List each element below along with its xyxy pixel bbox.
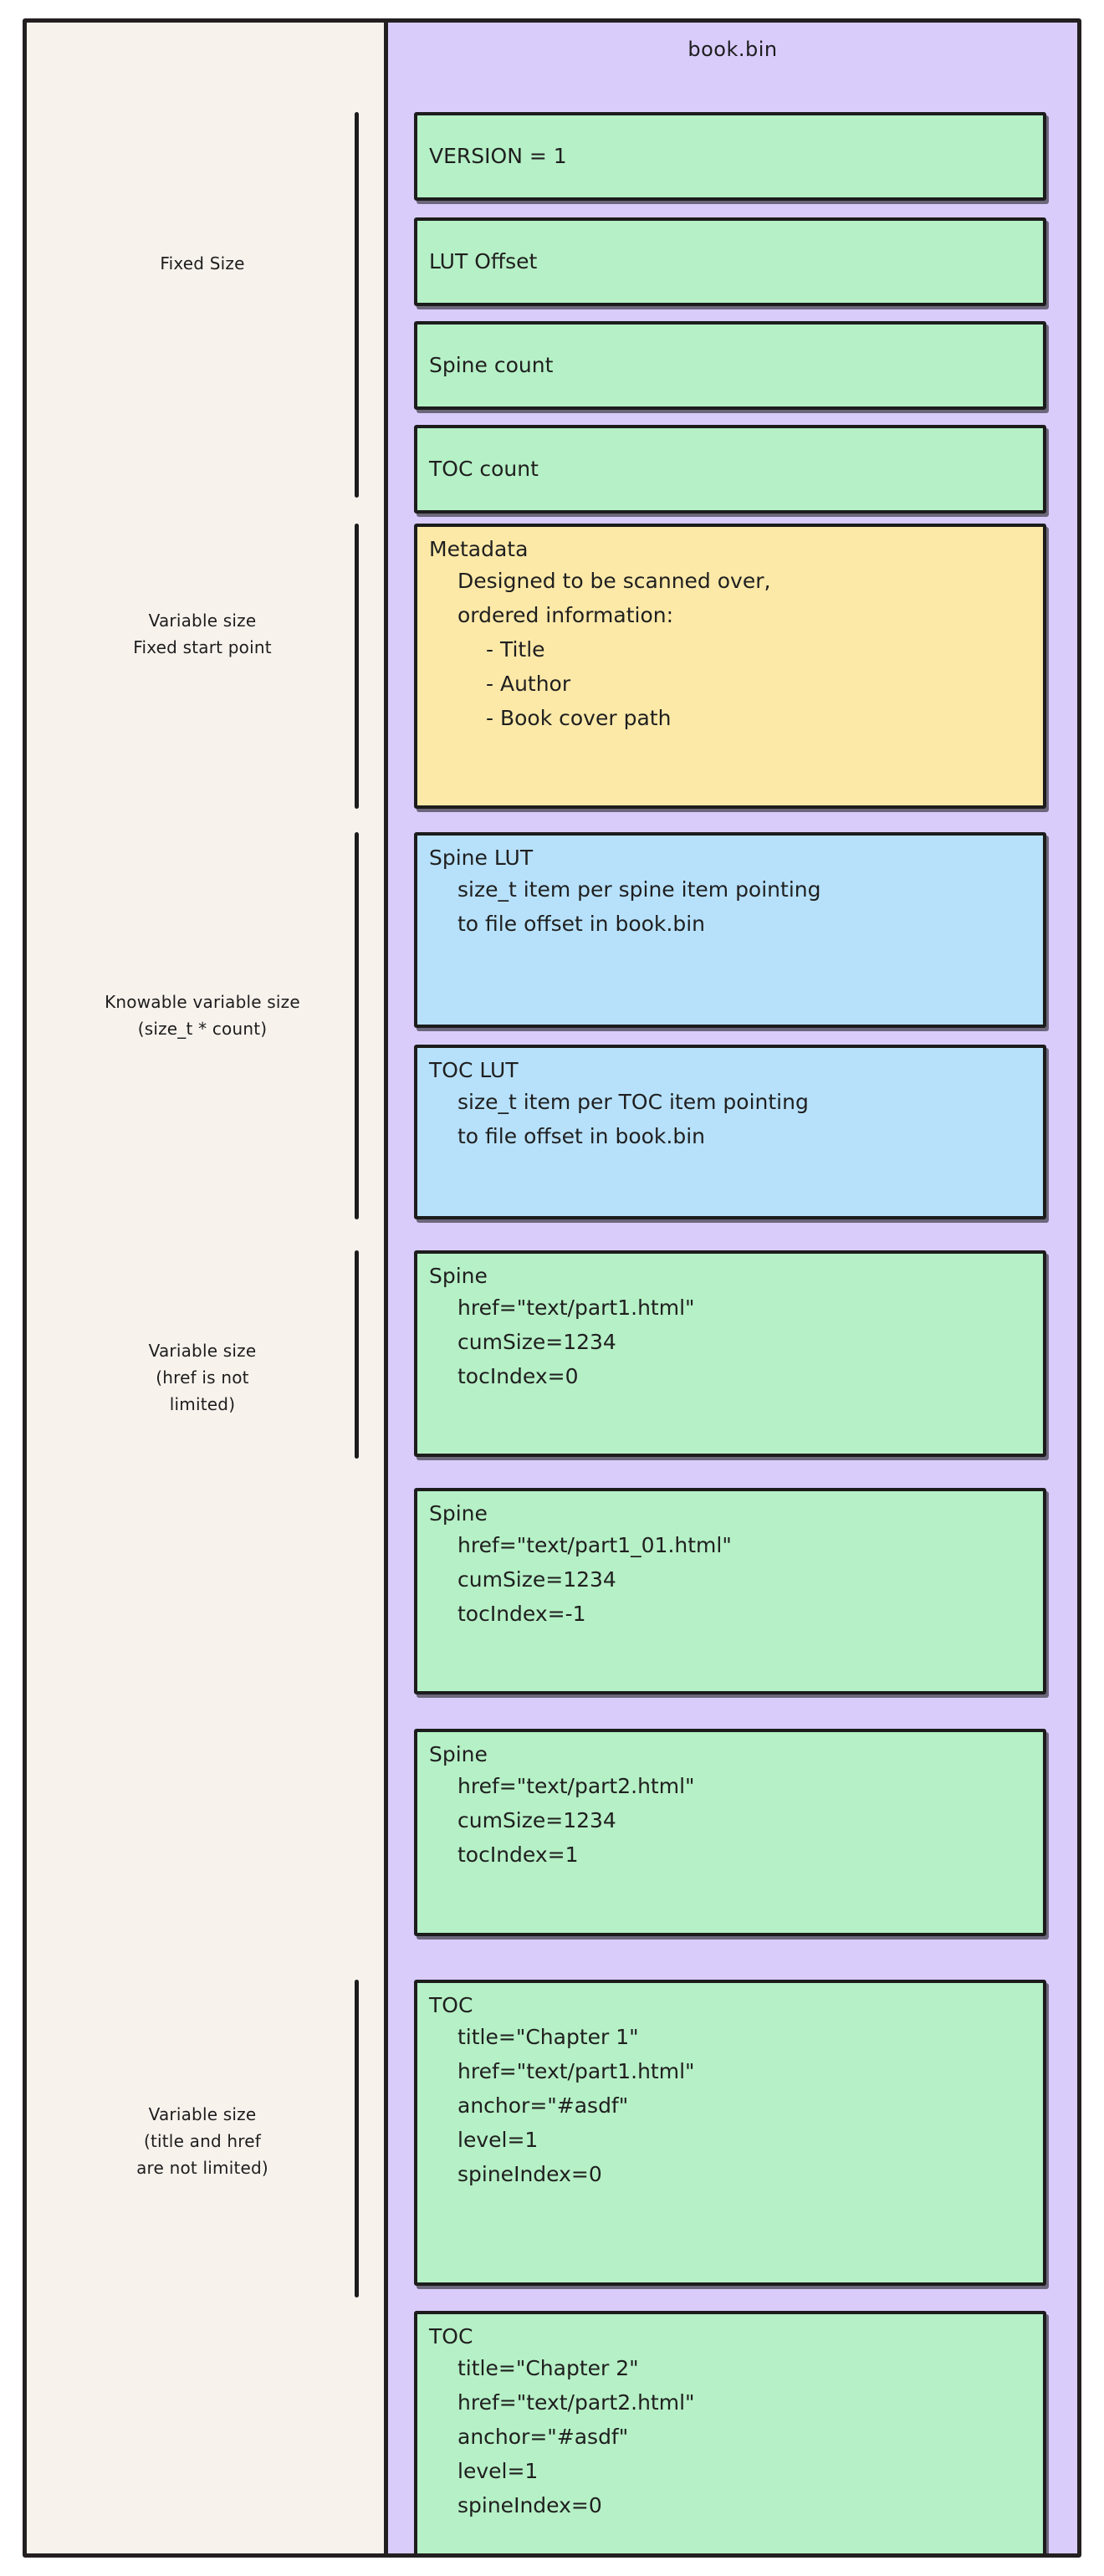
block-line: ordered information: xyxy=(457,602,674,627)
block-line: anchor="#asdf" xyxy=(457,2425,629,2450)
block-subline: - Author xyxy=(486,671,571,696)
block-line: href="text/part1.html" xyxy=(457,2059,695,2084)
annotation-variable-href: Variable size (href is not limited) xyxy=(64,1337,340,1418)
section-bracket-fixed-size xyxy=(355,112,359,498)
block-lut-offset[interactable]: LUT Offset xyxy=(414,217,1046,306)
annotation-line: Fixed Size xyxy=(160,253,245,274)
block-line: size_t item per spine item pointing xyxy=(457,877,821,902)
block-header: Spine xyxy=(429,1742,488,1766)
annotation-line: limited) xyxy=(169,1393,236,1414)
annotation-knowable-variable: Knowable variable size (size_t * count) xyxy=(64,989,340,1042)
block-toc-1[interactable]: TOC title="Chapter 1" href="text/part1.htm… xyxy=(414,1980,1046,2286)
block-spine-count[interactable]: Spine count xyxy=(414,321,1046,410)
block-header: Spine xyxy=(429,1500,488,1526)
annotation-line: Fixed start point xyxy=(133,636,272,657)
block-line: href="text/part2.html" xyxy=(457,2390,695,2415)
block-spine-3[interactable]: Spine href="text/part2.html" cumSize=1234 t… xyxy=(414,1729,1046,1936)
section-bracket-variable-title-href xyxy=(355,1980,359,2298)
annotation-line: Variable size xyxy=(148,1340,257,1361)
section-bracket-knowable-variable xyxy=(355,832,359,1219)
block-header: LUT Offset xyxy=(429,249,538,274)
block-spine-lut[interactable]: Spine LUT size_t item per spine item poin… xyxy=(414,832,1046,1028)
block-header: VERSION = 1 xyxy=(429,144,567,169)
block-line: cumSize=1234 xyxy=(457,1808,616,1832)
block-line: tocIndex=1 xyxy=(457,1843,579,1867)
block-header: TOC LUT xyxy=(429,1057,519,1082)
section-bracket-variable-href xyxy=(355,1250,359,1459)
block-toc-count[interactable]: TOC count xyxy=(414,424,1046,514)
block-toc-2[interactable]: TOC title="Chapter 2" href="text/part2.htm… xyxy=(414,2311,1046,2553)
block-header: Spine count xyxy=(429,352,554,377)
block-subline: - Book cover path xyxy=(486,705,672,730)
annotation-line: (href is not xyxy=(156,1367,249,1388)
block-line: cumSize=1234 xyxy=(457,1567,616,1592)
annotation-line: Variable size xyxy=(148,2104,257,2125)
block-line: level=1 xyxy=(457,2128,539,2153)
annotation-line: Variable size xyxy=(148,610,257,631)
block-line: Designed to be scanned over, xyxy=(457,568,771,593)
block-header: TOC xyxy=(429,1993,473,2018)
annotation-line: (size_t * count) xyxy=(137,1019,268,1040)
block-line: size_t item per TOC item pointing xyxy=(457,1089,809,1114)
block-line: title="Chapter 1" xyxy=(457,2025,639,2050)
block-line: level=1 xyxy=(457,2459,539,2484)
block-toc-lut[interactable]: TOC LUT size_t item per TOC item pointing… xyxy=(414,1044,1046,1219)
block-header: TOC xyxy=(429,2324,473,2349)
block-line: title="Chapter 2" xyxy=(457,2356,639,2381)
block-line: cumSize=1234 xyxy=(457,1329,616,1354)
annotation-line: (title and href xyxy=(143,2131,262,2152)
annotation-variable-title-href: Variable size (title and href are not limi… xyxy=(64,2101,340,2181)
block-line: anchor="#asdf" xyxy=(457,2093,629,2119)
page-title: book.bin xyxy=(687,38,778,61)
annotation-line: are not limited) xyxy=(136,2158,268,2179)
block-line: to file offset in book.bin xyxy=(457,912,706,937)
block-line: to file offset in book.bin xyxy=(457,1123,706,1148)
section-bracket-variable-fixed-start xyxy=(355,523,359,809)
block-spine-1[interactable]: Spine href="text/part1.html" cumSize=1234 t… xyxy=(414,1250,1046,1458)
block-line: tocIndex=-1 xyxy=(457,1601,586,1626)
block-line: spineIndex=0 xyxy=(457,2162,602,2187)
annotation-line: Knowable variable size xyxy=(105,992,300,1013)
block-header: Metadata xyxy=(429,536,529,561)
block-line: spineIndex=0 xyxy=(457,2493,602,2518)
block-line: href="text/part2.html" xyxy=(457,1774,695,1798)
block-version[interactable]: VERSION = 1 xyxy=(414,112,1046,201)
block-subline: - Title xyxy=(486,636,545,662)
annotation-fixed-size: Fixed Size xyxy=(64,250,340,277)
block-line: href="text/part1.html" xyxy=(457,1295,695,1320)
block-header: Spine xyxy=(429,1263,488,1288)
block-line: href="text/part1_01.html" xyxy=(457,1532,732,1557)
block-header: TOC count xyxy=(429,456,539,481)
block-header: Spine LUT xyxy=(429,846,534,871)
block-spine-2[interactable]: Spine href="text/part1_01.html" cumSize=12… xyxy=(414,1487,1046,1695)
block-line: tocIndex=0 xyxy=(457,1363,579,1388)
